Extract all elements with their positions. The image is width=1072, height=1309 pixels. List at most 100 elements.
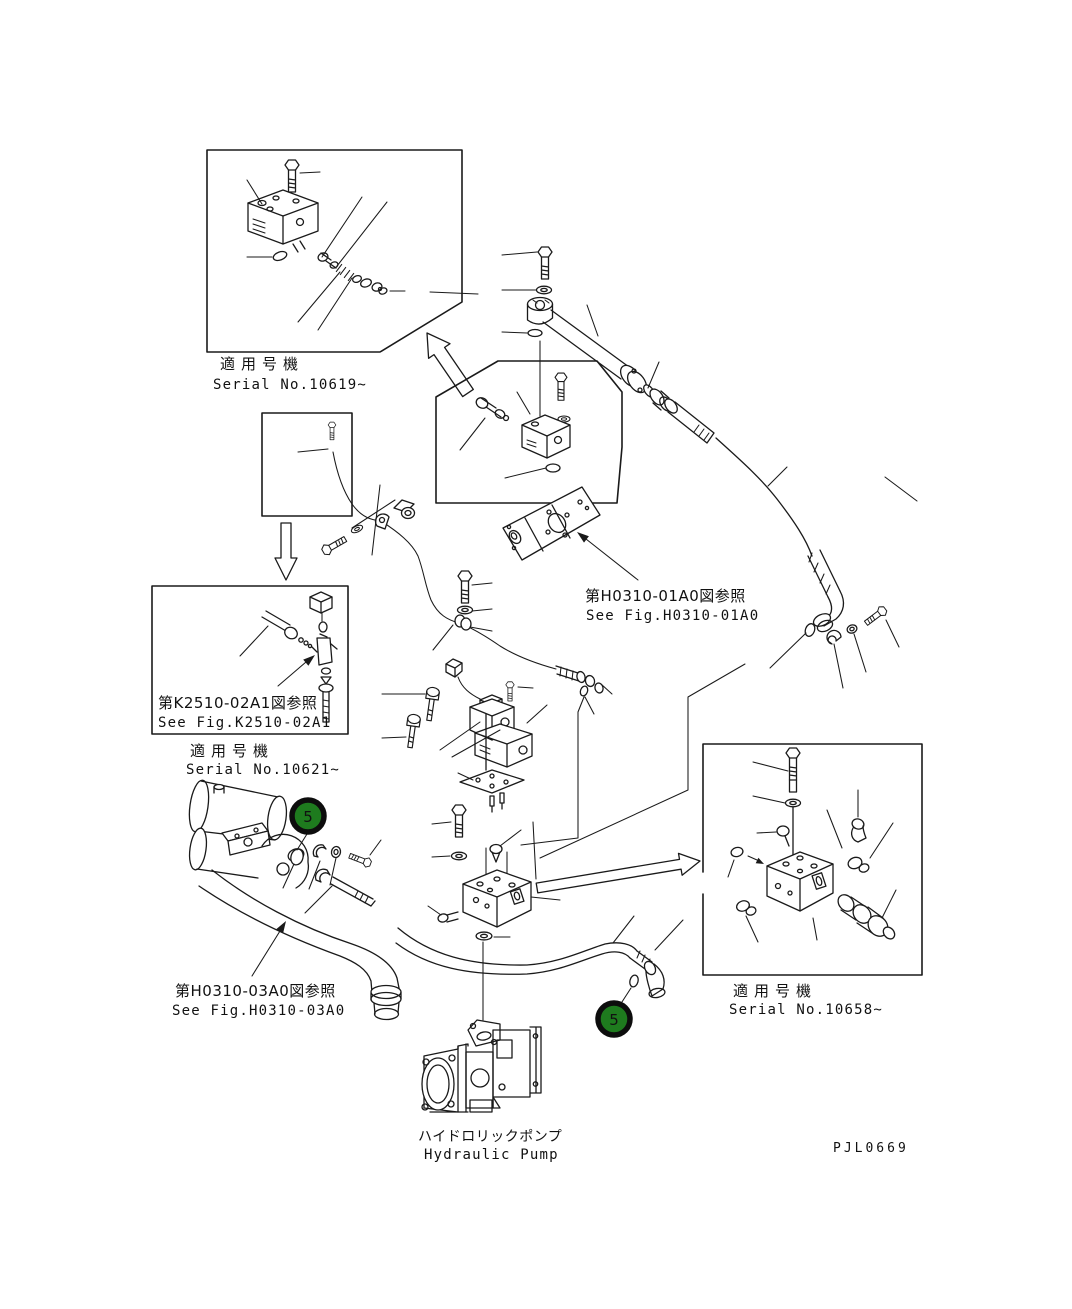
washer-icon <box>535 285 553 295</box>
valve-body-icon <box>474 723 533 768</box>
long-bolt-icon <box>664 398 715 444</box>
washer-icon <box>450 851 468 861</box>
o-ring-icon <box>475 931 493 941</box>
serial-10619-label: Serial No.10619~ <box>213 377 367 393</box>
washer-icon <box>330 845 342 859</box>
plug-fitting-icon <box>475 397 510 422</box>
manifold-block-icon <box>766 851 834 912</box>
callout-5-left: 5 <box>289 797 327 835</box>
elbow-valve-icon <box>309 591 338 723</box>
o-ring-icon <box>545 463 561 473</box>
see-fig-h0310-03a0-jp: 第H0310-03A0図参照 <box>175 982 336 1000</box>
sleeve-icon <box>649 388 673 412</box>
mount-plate-icon <box>221 822 271 856</box>
side-fitting-icon <box>727 846 764 878</box>
washer-icon <box>456 605 474 615</box>
solenoid-valve-assembly <box>381 658 548 813</box>
elbow-fitting-icon <box>851 818 867 843</box>
reservoir-pipe-assembly <box>188 779 402 1021</box>
applicable-serial-label-jp: 適用号機 <box>220 355 304 373</box>
wire-harness <box>332 451 557 670</box>
tube-icon <box>542 309 630 380</box>
hose-elbow-fitting-icon <box>812 613 834 633</box>
round-plug-icon <box>847 856 870 873</box>
socket-bolt-icon <box>403 713 422 749</box>
clamp-bolt-group-mid <box>432 570 493 651</box>
ref-h0310-03a0: 第H0310-03A0図参照 See Fig.H0310-03A0 <box>172 921 345 1019</box>
callout-5-bottom: 5 <box>595 1000 633 1038</box>
hydraulic-pump: ハイドロリックポンプ Hydraulic Pump <box>418 1019 562 1163</box>
pump-body-icon <box>421 1026 542 1113</box>
clamp-icon <box>826 629 842 645</box>
suction-pipe-icon <box>198 869 402 1021</box>
bent-leader-b <box>539 663 746 859</box>
elbow-fitting-icon <box>629 950 666 999</box>
callout-number: 5 <box>303 808 313 826</box>
wire-clamp-group <box>319 484 416 558</box>
see-fig-h0310-03a0-en: See Fig.H0310-03A0 <box>172 1003 345 1019</box>
bolt-icon <box>785 747 801 781</box>
bolt-icon <box>347 850 373 869</box>
socket-bolt-icon <box>422 686 441 722</box>
serial-10621-label: Serial No.10621~ <box>186 762 340 778</box>
bolt-icon <box>862 604 889 628</box>
flange-icon <box>619 364 648 394</box>
bolt-icon <box>537 246 553 280</box>
stud-icon <box>330 876 376 907</box>
detail-box-serial-10619: 適用号機 Serial No.10619~ <box>206 149 463 393</box>
reference-arrow-right <box>535 852 701 894</box>
bolt-icon <box>554 372 568 401</box>
bent-leader-a <box>520 696 585 846</box>
detail-box-serial-10658: 適用号機 Serial No.10658~ <box>702 743 923 1018</box>
cushion-clamp-icon <box>454 614 472 631</box>
bolt-icon <box>505 681 515 702</box>
reference-arrow-down <box>274 522 298 581</box>
see-fig-k2510-02a1-en: See Fig.K2510-02A1 <box>158 715 331 731</box>
bolt-icon <box>451 804 467 838</box>
reference-arrow-up-left <box>426 332 474 398</box>
clamp-half-icon <box>314 868 331 883</box>
gasket-plate-h0310-01a0: 第H0310-01A0図参照 See Fig.H0310-01A0 <box>502 486 758 624</box>
see-fig-k2510-02a1-jp: 第K2510-02A1図参照 <box>158 694 317 712</box>
solenoid-coil-icon <box>469 694 515 741</box>
see-fig-h0310-01a0-jp: 第H0310-01A0図参照 <box>585 587 746 605</box>
filler-cap-icon <box>213 783 225 794</box>
detail-box-k2510: 第K2510-02A1図参照 See Fig.K2510-02A1 <box>151 585 349 735</box>
leader-lines <box>246 179 406 331</box>
seal-kit-parts-icon <box>272 250 388 295</box>
serial-10658-label: Serial No.10658~ <box>729 1002 883 1018</box>
valve-zone-boundary <box>435 340 623 504</box>
applicable-serial-label-jp: 適用号機 <box>190 742 274 760</box>
grommet-holder-icon <box>393 499 416 520</box>
hydraulic-pump-label-jp: ハイドロリックポンプ <box>418 1129 562 1145</box>
manifold-block-icon <box>462 869 532 928</box>
applicable-serial-label-jp: 適用号機 <box>733 982 817 1000</box>
elbow-tube-assembly <box>429 246 918 502</box>
hydraulic-pump-label-en: Hydraulic Pump <box>424 1147 559 1163</box>
washer-icon <box>784 798 802 808</box>
bolt-icon <box>284 159 300 193</box>
valve-block-icon <box>521 414 571 459</box>
drawing-code: PJL0669 <box>833 1141 909 1156</box>
o-ring-icon <box>804 623 816 637</box>
valve-block-icon <box>247 189 319 253</box>
plug-fitting-icon <box>489 843 503 863</box>
clamp-half-icon <box>312 844 327 858</box>
washer-icon <box>846 624 858 634</box>
side-plug-icon <box>437 911 459 923</box>
detail-box-small <box>261 412 353 517</box>
retainer-clip-icon <box>629 974 639 988</box>
pump-top-flange-icon <box>467 1019 501 1047</box>
elbow-block-icon <box>526 296 554 325</box>
callout-number: 5 <box>609 1011 619 1029</box>
hose-nipple-icon <box>261 610 313 649</box>
bolt-icon <box>319 533 349 558</box>
o-ring-icon <box>527 328 543 338</box>
bleeder-fitting-icon <box>327 421 337 441</box>
connector-plug-icon <box>445 658 463 678</box>
clamp-parts-group-left <box>282 833 382 914</box>
plug-icon <box>776 825 790 847</box>
hose-bottom <box>395 915 684 1006</box>
